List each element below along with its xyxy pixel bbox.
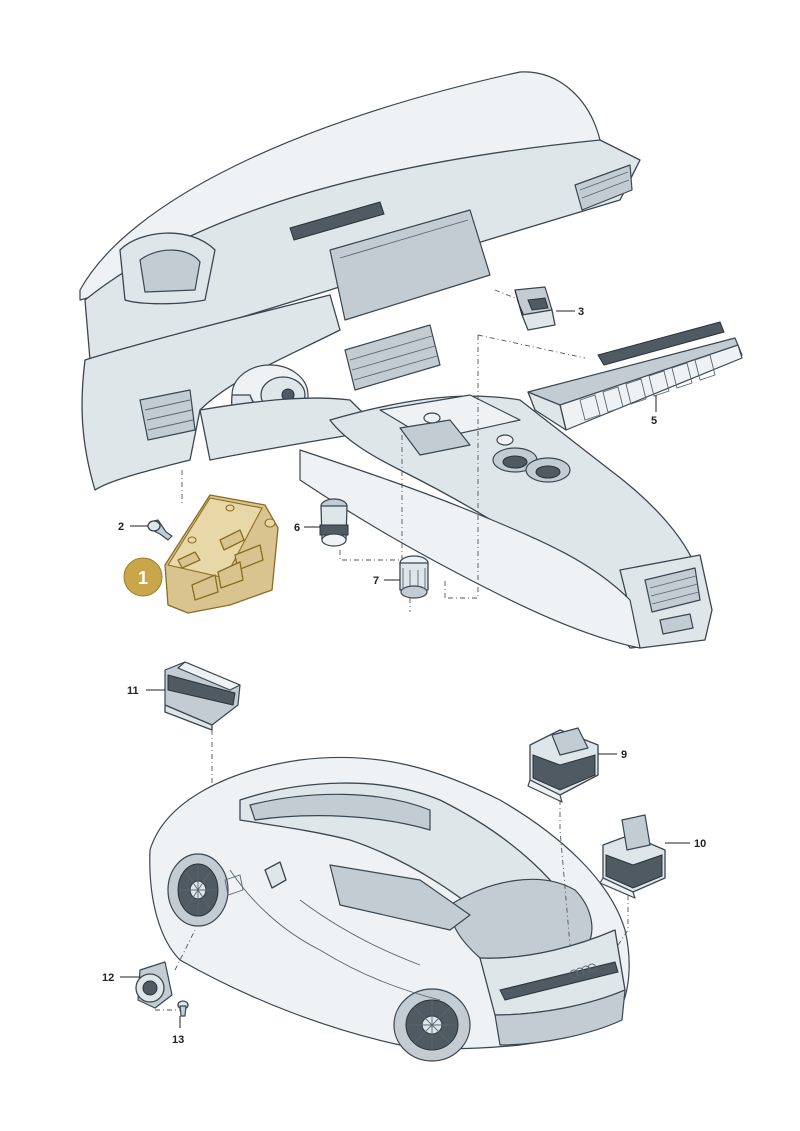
- part-5-control-panel[interactable]: [527, 321, 743, 431]
- badge-label: 1: [138, 568, 148, 588]
- part-3-switch[interactable]: [514, 286, 556, 331]
- dashboard-illustration: [79, 71, 713, 649]
- callout-label-10: 10: [694, 838, 706, 850]
- part-1-switch-module[interactable]: [164, 494, 279, 614]
- part-11-switch[interactable]: [164, 661, 241, 731]
- callout-11: 11: [127, 685, 165, 697]
- callout-label-9: 9: [621, 749, 627, 761]
- assembly-lines-upper: [181, 289, 586, 612]
- part-6-socket[interactable]: [319, 498, 349, 547]
- callout-5: 5: [651, 395, 657, 427]
- car-illustration: [149, 756, 630, 1062]
- assembly-lines-lower: [174, 800, 629, 971]
- callout-label-12: 12: [102, 972, 114, 984]
- part-9-switch[interactable]: [527, 727, 599, 803]
- callout-label-5: 5: [651, 415, 657, 427]
- callout-10: 10: [665, 838, 706, 850]
- callout-6: 6: [294, 522, 320, 534]
- part-13-screw[interactable]: [177, 1000, 189, 1017]
- callout-label-11: 11: [127, 685, 139, 697]
- callout-13: 13: [172, 1016, 184, 1046]
- callout-label-6: 6: [294, 522, 300, 534]
- callout-label-3: 3: [578, 306, 584, 318]
- callout-12: 12: [102, 972, 140, 984]
- callout-7: 7: [373, 575, 400, 587]
- callout-label-13: 13: [172, 1034, 184, 1046]
- callout-9: 9: [598, 749, 627, 761]
- callout-3: 3: [556, 306, 584, 318]
- part-2-screw[interactable]: [147, 519, 173, 541]
- callout-label-2: 2: [118, 521, 124, 533]
- part-12-speaker[interactable]: [135, 961, 173, 1009]
- part-1-badge: 1: [123, 557, 163, 597]
- part-7-socket[interactable]: [399, 555, 429, 599]
- part-10-switch[interactable]: [599, 814, 666, 899]
- callout-2: 2: [118, 521, 148, 533]
- callout-label-7: 7: [373, 575, 379, 587]
